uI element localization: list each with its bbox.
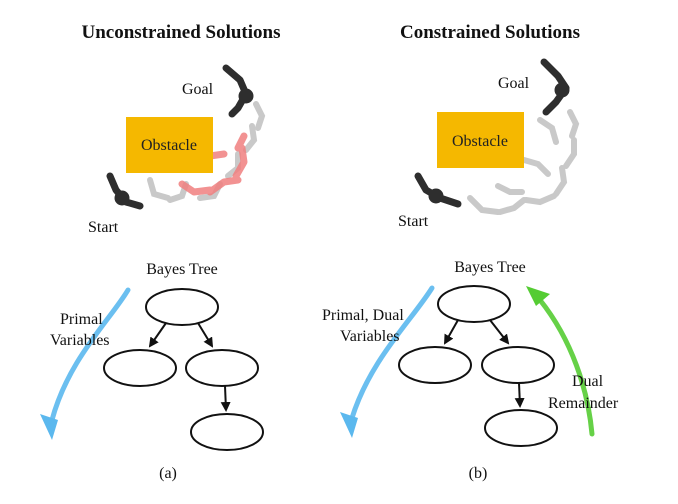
- panel-a-caption: (a): [159, 465, 177, 482]
- panel-a-obstacle: [126, 117, 213, 173]
- panel-b-dual-remainder-arrow: [526, 286, 595, 437]
- panel-b-tree-edges: [444, 319, 525, 408]
- panel-a-goal-label: Goal: [182, 81, 214, 98]
- panel-b-bayes-tree: [398, 285, 558, 447]
- panel-a-primal-label-2: Variables: [50, 332, 110, 349]
- panel-b-primal-label-2: Variables: [340, 328, 400, 345]
- panel-a-bayes-tree-label: Bayes Tree: [146, 261, 218, 278]
- panel-a-bayes-tree: [103, 288, 264, 451]
- panel-a-primal-label-1: Primal: [60, 311, 103, 328]
- tree-node-right: [481, 346, 555, 384]
- tree-node-leaf: [190, 413, 264, 451]
- tree-node-left: [103, 349, 177, 387]
- panel-b-goal-robot: [540, 58, 570, 116]
- panel-a-title: Unconstrained Solutions: [81, 22, 280, 43]
- tree-node-right: [185, 349, 259, 387]
- panel-b: Constrained Solutions Obstacle Goal Star…: [322, 22, 619, 482]
- panel-b-light-trajectory: [467, 109, 580, 215]
- panel-b-caption: (b): [469, 465, 488, 482]
- panel-b-start-robot: [414, 172, 462, 208]
- panel-a-tree-edges: [148, 322, 231, 412]
- panel-a-start-robot: [106, 172, 144, 210]
- tree-node-root: [145, 288, 219, 326]
- panel-a: Unconstrained Solutions Obstacle: [40, 22, 281, 482]
- tree-node-leaf: [484, 409, 558, 447]
- tree-node-root: [437, 285, 511, 323]
- panel-b-start-label: Start: [398, 213, 429, 230]
- panel-b-obstacle: [437, 112, 524, 168]
- panel-a-goal-robot: [222, 64, 254, 118]
- panel-a-primal-arrow: [40, 287, 131, 440]
- panel-a-obstacle-label: Obstacle: [141, 137, 197, 154]
- tree-node-left: [398, 346, 472, 384]
- panel-b-bayes-tree-label: Bayes Tree: [454, 259, 526, 276]
- panel-b-goal-label: Goal: [498, 75, 530, 92]
- panel-a-start-label: Start: [88, 219, 119, 236]
- panel-b-remainder-label-2: Remainder: [548, 395, 619, 412]
- panel-b-remainder-label-1: Dual: [572, 373, 604, 390]
- panel-b-primal-label-1: Primal, Dual: [322, 307, 404, 324]
- panel-b-primal-dual-arrow: [340, 285, 435, 438]
- panel-b-title: Constrained Solutions: [400, 22, 580, 43]
- panel-a-light-trajectory: [147, 101, 266, 203]
- panel-b-obstacle-label: Obstacle: [452, 133, 508, 150]
